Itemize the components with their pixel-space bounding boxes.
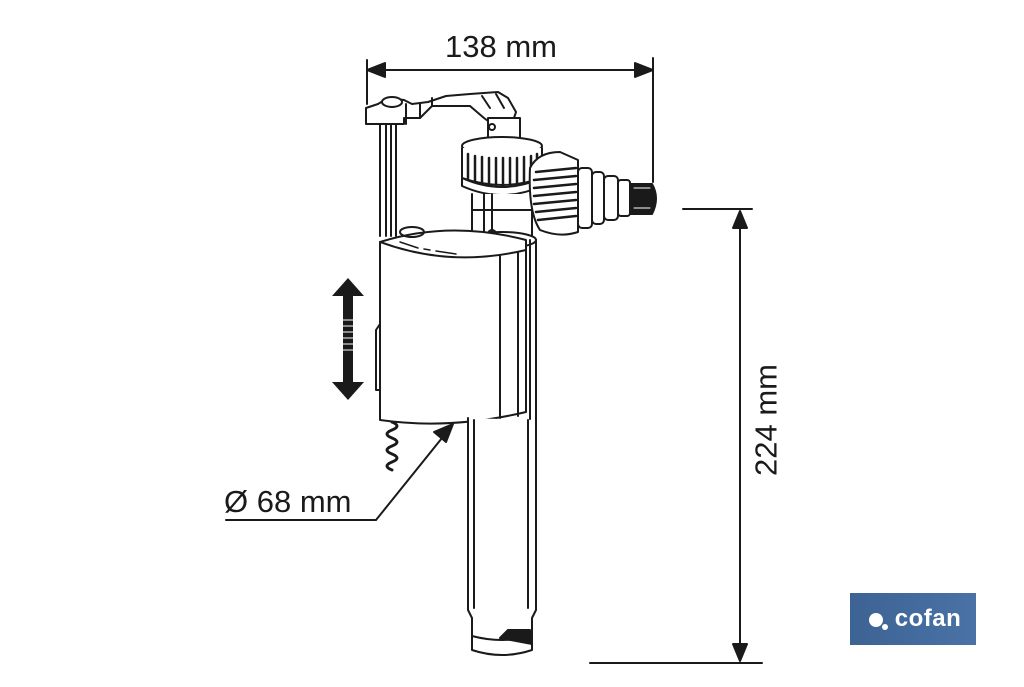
width-dimension-line bbox=[366, 57, 654, 183]
float-rod bbox=[379, 123, 397, 237]
lever-arm bbox=[365, 91, 517, 125]
brand-logo: cofan bbox=[850, 593, 976, 645]
adjustment-spring bbox=[385, 420, 399, 472]
inlet-connector bbox=[528, 151, 657, 236]
width-dimension-label: 138 mm bbox=[445, 29, 557, 64]
diameter-dimension-label: Ø 68 mm bbox=[224, 484, 352, 519]
float-cup bbox=[375, 226, 527, 425]
height-dimension-line bbox=[589, 208, 763, 664]
valve-body-tube bbox=[467, 239, 537, 656]
height-dimension-label: 224 mm bbox=[748, 364, 784, 476]
adjustment-arrow-icon bbox=[332, 278, 364, 400]
brand-name: cofan bbox=[894, 605, 962, 632]
brand-magnifier-icon bbox=[865, 606, 891, 632]
diameter-leader-line bbox=[225, 423, 454, 521]
